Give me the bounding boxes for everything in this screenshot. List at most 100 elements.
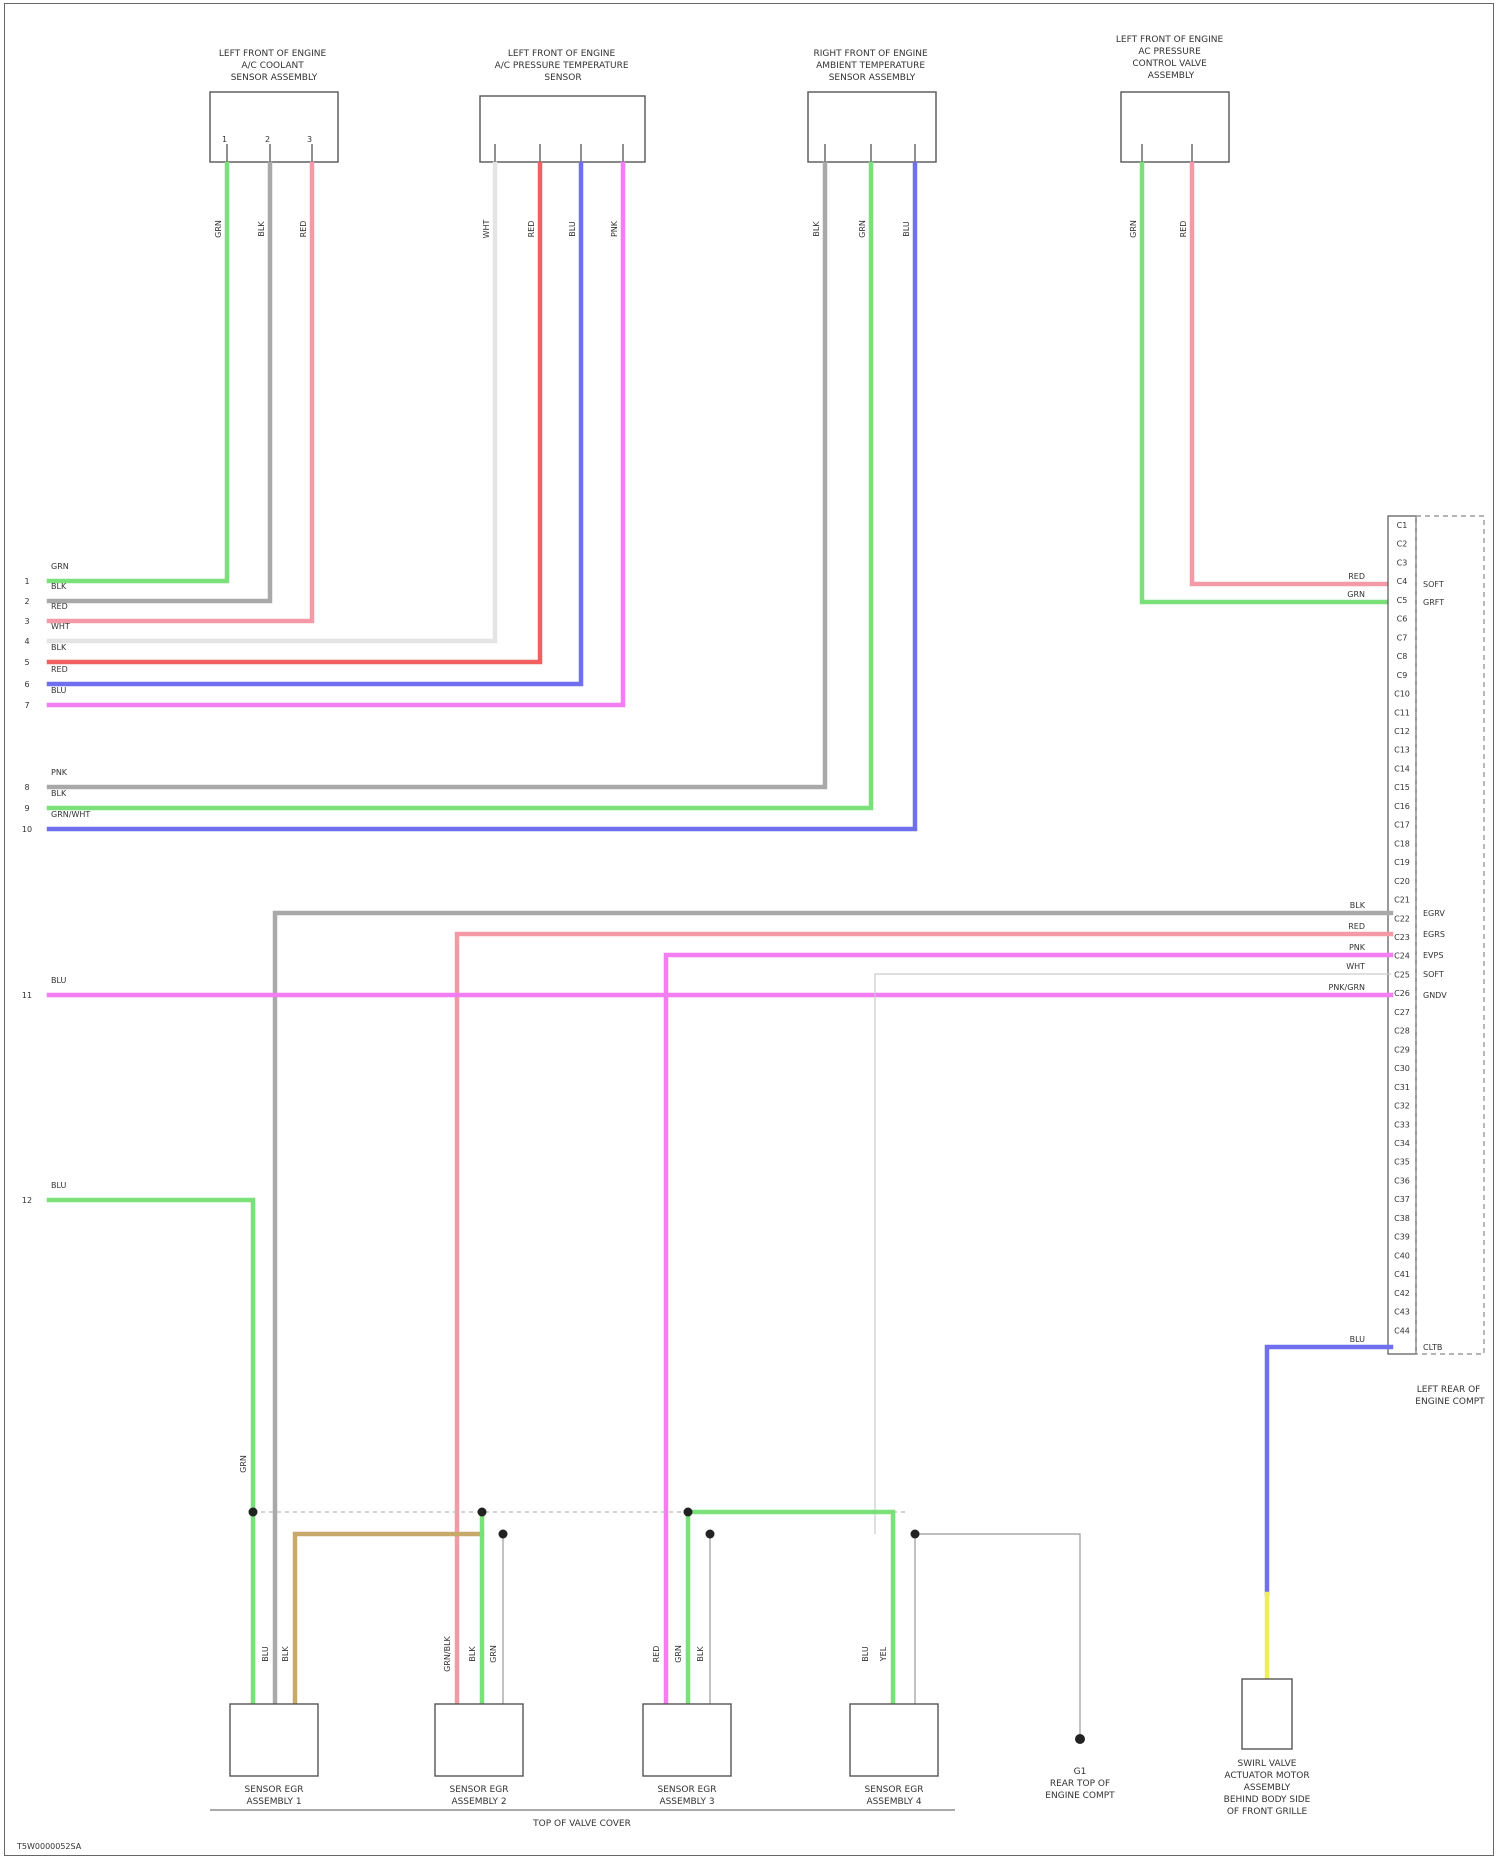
wire-ecm-white bbox=[875, 974, 1391, 1534]
ecm-pin-35: C35 bbox=[1394, 1158, 1410, 1167]
ecm-pin-29: C29 bbox=[1394, 1045, 1410, 1054]
left-wire-label-5: BLK bbox=[51, 643, 67, 652]
actuator: SWIRL VALVEACTUATOR MOTORASSEMBLYBEHIND … bbox=[1224, 1679, 1311, 1817]
ecm-wire-label-1: RED bbox=[1348, 572, 1365, 581]
wire-c3-green bbox=[49, 164, 871, 808]
ecm-pin-15: C15 bbox=[1394, 783, 1410, 792]
ecm-pin-3: C3 bbox=[1397, 558, 1408, 567]
left-pin-9: 9 bbox=[24, 804, 29, 813]
vertical-wire-label-2: BLK bbox=[257, 221, 266, 237]
connector-c3-body bbox=[808, 92, 936, 162]
ecm-pin-1: C1 bbox=[1397, 521, 1408, 530]
actuator-body bbox=[1242, 1679, 1292, 1749]
sensor-4-body bbox=[850, 1704, 938, 1776]
svg-text:2: 2 bbox=[265, 135, 270, 144]
wire-c1-green bbox=[49, 164, 227, 581]
ecm-pin-32: C32 bbox=[1394, 1102, 1410, 1111]
ecm-wire-label-6: WHT bbox=[1346, 962, 1365, 971]
left-wire-label-8: PNK bbox=[51, 768, 68, 777]
left-wire-label-3: RED bbox=[51, 602, 68, 611]
bottom-wire-label-10: BLU bbox=[861, 1646, 870, 1662]
connector-c2: LEFT FRONT OF ENGINE A/C PRESSURE TEMPER… bbox=[480, 49, 645, 164]
sensor-3-label: SENSOR EGRASSEMBLY 3 bbox=[658, 1785, 717, 1807]
left-wire-label-10: GRN/WHT bbox=[51, 810, 90, 819]
ecm-signal-8: CLTB bbox=[1423, 1343, 1442, 1352]
wire-c1-pink bbox=[49, 164, 312, 621]
ecm-pin-44: C44 bbox=[1394, 1326, 1410, 1335]
left-wire-label-7: BLU bbox=[51, 686, 67, 695]
left-pin-1: 1 bbox=[24, 577, 29, 586]
vertical-wire-label-6: BLU bbox=[568, 221, 577, 237]
component-c1-label: LEFT FRONT OF ENGINE A/C COOLANT SENSOR … bbox=[219, 49, 329, 83]
ecm-pin-18: C18 bbox=[1394, 839, 1410, 848]
sensor-1-body bbox=[230, 1704, 318, 1776]
ecm-pin-41: C41 bbox=[1394, 1270, 1410, 1279]
wire-c3-gray bbox=[49, 164, 825, 787]
ecm-wire-label-4: RED bbox=[1348, 922, 1365, 931]
connector-c1: 123 LEFT FRONT OF ENGINE A/C COOLANT SEN… bbox=[210, 49, 338, 164]
left-pin-11: 11 bbox=[22, 991, 32, 1000]
left-pin-12: 12 bbox=[22, 1196, 32, 1205]
bottom-wire-label-5: BLK bbox=[468, 1646, 477, 1662]
left-pin-2: 2 bbox=[24, 597, 29, 606]
left-pin-6: 6 bbox=[24, 680, 29, 689]
splice-dot-3 bbox=[499, 1530, 508, 1539]
wire-c2-red bbox=[49, 164, 540, 662]
wire-c2-blue bbox=[49, 164, 581, 684]
vertical-wire-label-7: PNK bbox=[610, 220, 619, 237]
left-wire-label-2: BLK bbox=[51, 582, 67, 591]
left-pin-5: 5 bbox=[24, 658, 29, 667]
ecm-pin-10: C10 bbox=[1394, 690, 1410, 699]
ecm-pin-21: C21 bbox=[1394, 896, 1410, 905]
ecm-pin-28: C28 bbox=[1394, 1027, 1410, 1036]
sensor-1: SENSOR EGRASSEMBLY 1 bbox=[230, 1704, 318, 1807]
ecm-signal-4: EGRS bbox=[1423, 930, 1445, 939]
sensor-3-body bbox=[643, 1704, 731, 1776]
vertical-wire-label-3: RED bbox=[299, 221, 308, 238]
ecm-pin-27: C27 bbox=[1394, 1008, 1410, 1017]
ecm-pin-12: C12 bbox=[1394, 727, 1410, 736]
wire-c3-blue bbox=[49, 164, 915, 829]
left-wire-label-1: GRN bbox=[51, 562, 69, 571]
vertical-wire-label-12: RED bbox=[1179, 221, 1188, 238]
ecm-pin-43: C43 bbox=[1394, 1308, 1410, 1317]
ecm-pin-19: C19 bbox=[1394, 858, 1410, 867]
ecm-pin-23: C23 bbox=[1394, 933, 1410, 942]
ecm-pin-6: C6 bbox=[1397, 615, 1408, 624]
component-c3-label: RIGHT FRONT OF ENGINE AMBIENT TEMPERATUR… bbox=[813, 49, 930, 83]
diagram-code: T5W0000052SA bbox=[16, 1842, 82, 1851]
ecm-pin-38: C38 bbox=[1394, 1214, 1410, 1223]
ecm-signal-5: EVPS bbox=[1423, 951, 1443, 960]
connector-c2-body bbox=[480, 96, 645, 162]
ecm-pin-31: C31 bbox=[1394, 1083, 1410, 1092]
wire-ecm-magenta bbox=[666, 955, 1391, 1724]
ecm-pin-16: C16 bbox=[1394, 802, 1410, 811]
bottom-wire-label-2: BLU bbox=[261, 1646, 270, 1662]
ecm-pin-13: C13 bbox=[1394, 746, 1410, 755]
vertical-wire-label-5: RED bbox=[527, 221, 536, 238]
ecm-signal-7: GNDV bbox=[1423, 991, 1447, 1000]
ecm-pin-25: C25 bbox=[1394, 970, 1410, 979]
svg-text:1: 1 bbox=[222, 135, 227, 144]
left-wire-label-12: BLU bbox=[51, 1181, 67, 1190]
vertical-wire-label-9: GRN bbox=[858, 220, 867, 238]
wire-ecm-gray bbox=[275, 913, 1391, 1724]
ecm-pin-17: C17 bbox=[1394, 821, 1410, 830]
connector-c3: RIGHT FRONT OF ENGINE AMBIENT TEMPERATUR… bbox=[808, 49, 936, 164]
splice-dot-4 bbox=[684, 1508, 693, 1517]
bottom-wire-label-8: GRN bbox=[674, 1645, 683, 1663]
ecm-pin-37: C37 bbox=[1394, 1195, 1410, 1204]
wire-tan bbox=[295, 1534, 482, 1724]
left-pin-7: 7 bbox=[24, 701, 29, 710]
ecm-pin-36: C36 bbox=[1394, 1176, 1410, 1185]
ground-label: G1REAR TOP OFENGINE COMPT bbox=[1045, 1767, 1115, 1801]
ground-dot bbox=[1075, 1734, 1085, 1744]
left-pin-8: 8 bbox=[24, 783, 29, 792]
left-pin-3: 3 bbox=[24, 617, 29, 626]
bottom-wire-label-9: BLK bbox=[696, 1646, 705, 1662]
